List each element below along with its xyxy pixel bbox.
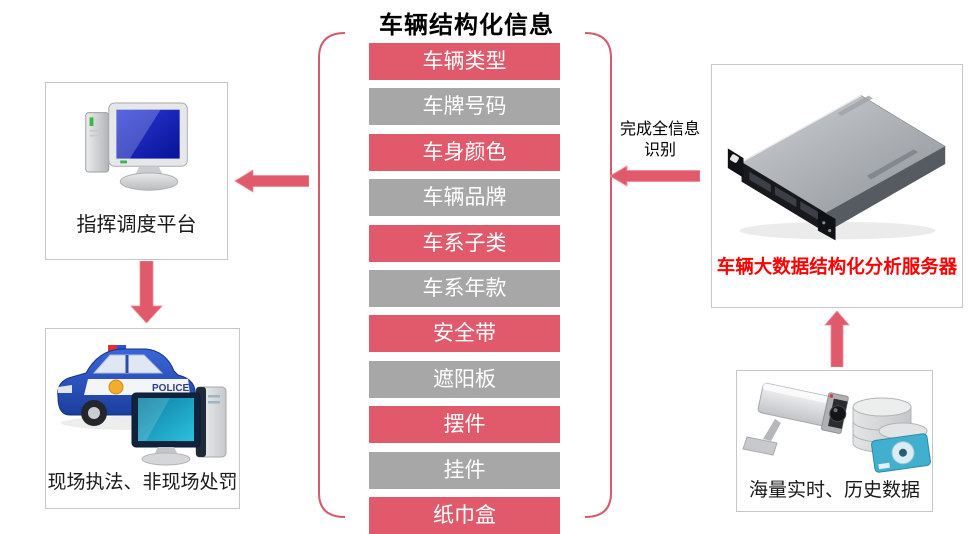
node-analysis-server: 车辆大数据结构化分析服务器	[711, 64, 963, 308]
arrow-data-to-server	[824, 311, 850, 367]
recognition-arrow-label: 完成全信息识别	[619, 121, 700, 159]
attribute-bar: 车系子类	[369, 224, 560, 262]
arrow-list-to-platform	[234, 169, 309, 193]
node-command-platform: 指挥调度平台	[45, 82, 228, 260]
workstation-icon	[131, 386, 227, 466]
enforcement-label: 现场执法、非现场处罚	[47, 472, 238, 493]
attribute-bar: 车系年款	[369, 269, 560, 307]
attribute-bar: 车牌号码	[369, 88, 560, 126]
rack-server-icon	[727, 94, 946, 241]
attribute-bar: 车辆品牌	[369, 179, 560, 217]
platform-label: 指挥调度平台	[76, 214, 197, 236]
attribute-bar: 纸巾盒	[369, 496, 560, 534]
node-data-source: 海量实时、历史数据	[736, 370, 933, 512]
police-car-icon: POLICE	[57, 345, 227, 466]
server-label: 车辆大数据结构化分析服务器	[716, 256, 958, 277]
database-icon	[852, 397, 931, 473]
arrow-server-to-list	[609, 165, 700, 187]
cctv-camera-icon	[742, 382, 931, 473]
cctv-camera	[757, 382, 849, 434]
attribute-list: 车辆类型车牌号码车身颜色车辆品牌车系子类车系年款安全带遮阳板摆件挂件纸巾盒	[369, 43, 560, 534]
attribute-bar: 摆件	[369, 406, 560, 444]
list-brackets	[318, 32, 612, 518]
desktop-computer-icon	[85, 102, 188, 191]
page-title: 车辆结构化信息	[379, 12, 554, 39]
attribute-bar: 遮阳板	[369, 360, 560, 398]
node-enforcement: POLICE 现场执法、非现场处罚	[45, 328, 240, 509]
data-source-label: 海量实时、历史数据	[748, 480, 920, 501]
attribute-bar: 安全带	[369, 315, 560, 353]
attribute-bar: 挂件	[369, 451, 560, 489]
svg-text:POLICE: POLICE	[152, 383, 190, 394]
attribute-bar: 车辆类型	[369, 43, 560, 80]
attribute-bar: 车身颜色	[369, 133, 560, 171]
arrow-platform-to-enforcement	[130, 261, 163, 323]
